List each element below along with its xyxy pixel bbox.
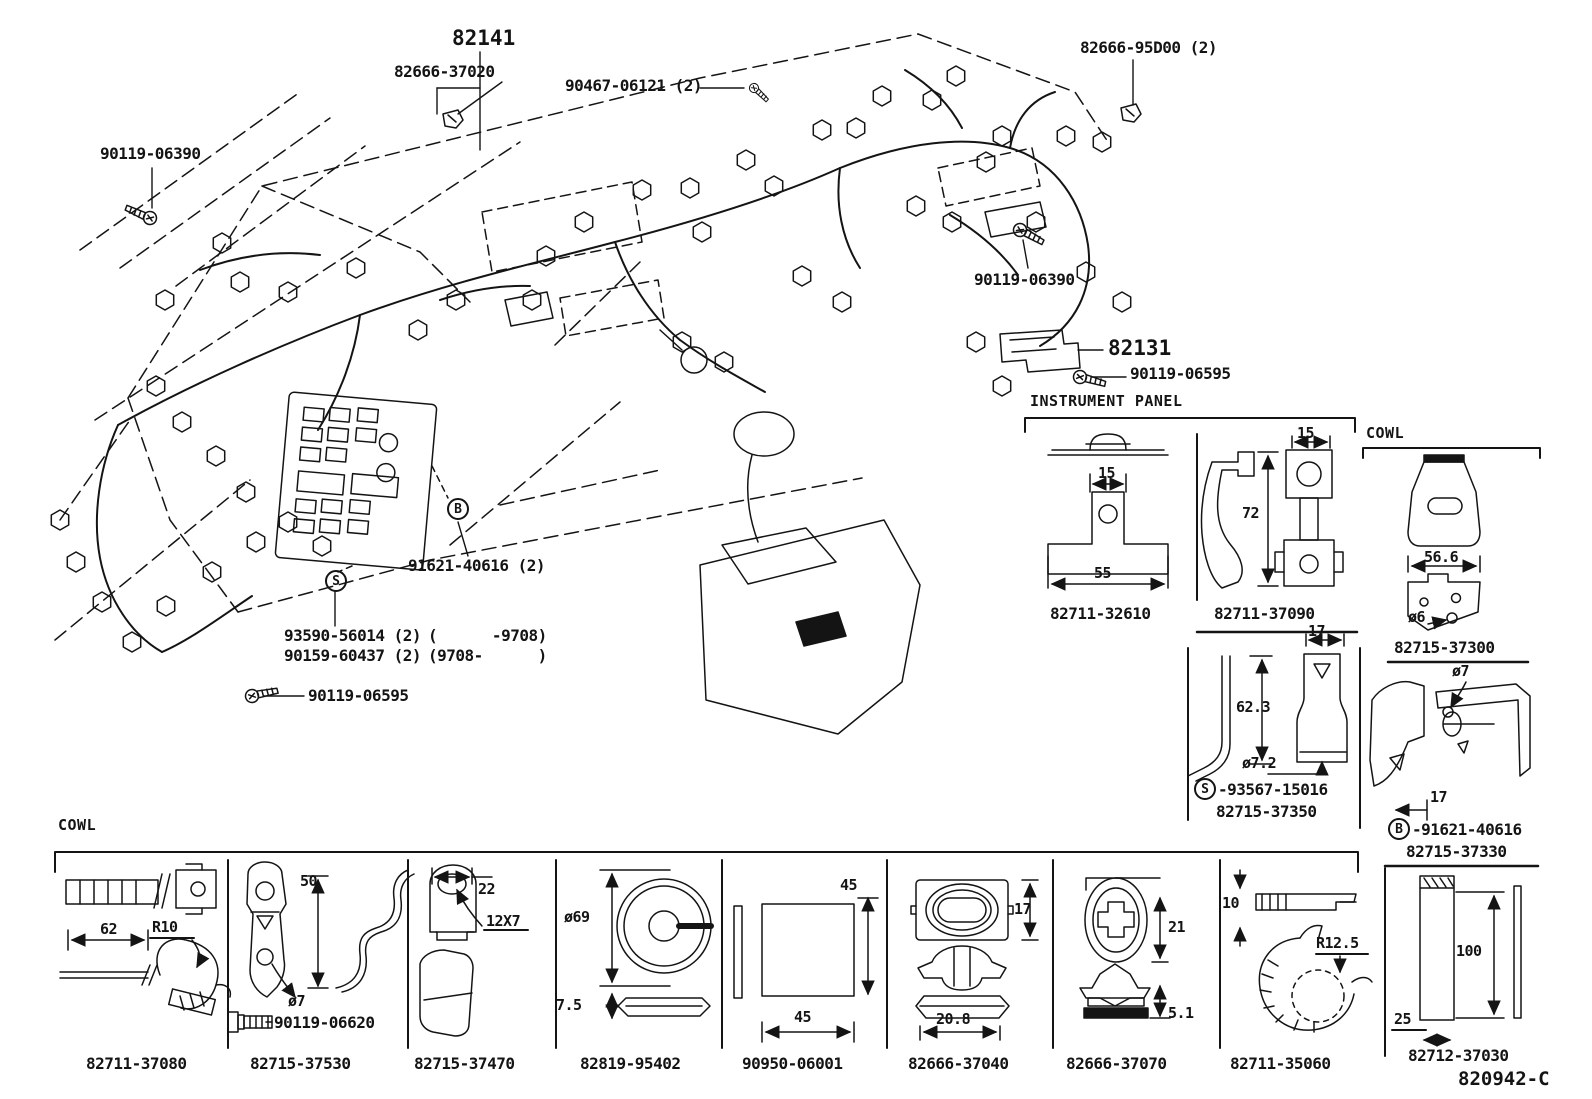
fastener-glyphs — [122, 81, 1142, 705]
marker-s-circle: S — [325, 570, 347, 592]
doc-code: 820942-C — [1458, 1068, 1550, 1090]
harness-lines — [95, 69, 1090, 653]
dim-37090-72: 72 — [1242, 504, 1260, 522]
part-82715-37470-art — [419, 864, 529, 1037]
callout-82141: 82141 — [452, 26, 516, 50]
partnum-82711-37080: 82711-37080 — [86, 1054, 187, 1073]
dim-37040-20-8: 20.8 — [936, 1010, 971, 1028]
partnum-82711-32610: 82711-32610 — [1050, 604, 1151, 623]
cluster-openings — [481, 147, 1047, 337]
dim-37350-17: 17 — [1308, 622, 1326, 640]
date-range-late: (9708- ) — [428, 646, 547, 665]
dim-35060-10: 10 — [1222, 894, 1240, 912]
partnum-82819-95402: 82819-95402 — [580, 1054, 681, 1073]
date-range-early: ( -9708) — [428, 626, 547, 645]
instrument-panel-title: INSTRUMENT PANEL — [1030, 392, 1183, 410]
partnum-82711-35060: 82711-35060 — [1230, 1054, 1331, 1073]
dim-37330-dia: ø7 — [1452, 662, 1470, 680]
dim-37080-r10: R10 — [152, 918, 178, 936]
part-82715-37330-art — [1369, 680, 1540, 868]
part-82715-37300-art — [1386, 454, 1530, 664]
dashboard-outline — [54, 33, 1109, 641]
part-82715-37530-art — [227, 861, 415, 1033]
dim-37470-22: 22 — [478, 880, 496, 898]
leader-lines — [151, 51, 1134, 697]
partnum-82715-37300: 82715-37300 — [1394, 638, 1495, 657]
callout-82666-95D00: 82666-95D00 (2) — [1080, 38, 1218, 57]
callout-93590-56014: 93590-56014 (2) — [284, 626, 422, 645]
partnum-82715-37330: 82715-37330 — [1406, 842, 1507, 861]
dim-32610-55: 55 — [1094, 564, 1112, 582]
partnum-82715-37470: 82715-37470 — [414, 1054, 515, 1073]
callout-90467-06121: 90467-06121 (2) — [565, 76, 703, 95]
dim-37470-12x7: 12X7 — [486, 912, 521, 930]
part-82712-37030-art — [1391, 875, 1522, 1047]
part-82711-37090-art — [1195, 435, 1359, 634]
partnum-82666-37070: 82666-37070 — [1066, 1054, 1167, 1073]
callout-90119-06595-right: 90119-06595 — [1130, 364, 1231, 383]
dim-06001-45v: 45 — [840, 876, 858, 894]
cowl-bottom-bracket — [54, 851, 1386, 1057]
callout-91621-40616: 91621-40616 (2) — [408, 556, 546, 575]
dim-32610-15: 15 — [1098, 464, 1116, 482]
partnum-82666-37040: 82666-37040 — [908, 1054, 1009, 1073]
dim-37300-dia: ø6 — [1408, 608, 1426, 626]
part-82819-95402-art — [599, 869, 714, 1020]
console-shifter — [659, 329, 921, 735]
dim-06001-45h: 45 — [794, 1008, 812, 1026]
part-82711-37080-art — [59, 863, 232, 1016]
partnum-91621-40616: -91621-40616 — [1412, 820, 1522, 839]
marker-s-circle-37350: S — [1194, 778, 1216, 800]
connector-hexagons — [50, 65, 1132, 653]
part-90950-06001-art — [733, 896, 879, 1043]
partnum-93567-15016: -93567-15016 — [1218, 780, 1328, 799]
dim-37300-56-6: 56.6 — [1424, 548, 1459, 566]
part-82666-37040-art — [910, 879, 1039, 1041]
fuse-box — [274, 391, 449, 573]
part-82715-37350-art — [1187, 633, 1361, 829]
partnum-82715-37350: 82715-37350 — [1216, 802, 1317, 821]
part-82131-connector — [999, 329, 1108, 390]
partnum-82715-37530: 82715-37530 — [250, 1054, 351, 1073]
dim-37030-25: 25 — [1394, 1010, 1412, 1028]
dim-37080-62: 62 — [100, 920, 118, 938]
dim-37040-17: 17 — [1014, 900, 1032, 918]
callout-82131: 82131 — [1108, 336, 1172, 360]
callout-82666-37020: 82666-37020 — [394, 62, 495, 81]
cowl-upper-bracket — [1362, 447, 1541, 459]
dim-37530-50: 50 — [300, 872, 318, 890]
marker-b-circle: B — [447, 498, 469, 520]
dim-37530-dia: ø7 — [288, 992, 306, 1010]
cowl-bottom-title: COWL — [58, 816, 97, 834]
partnum-82712-37030: 82712-37030 — [1408, 1046, 1509, 1065]
dim-95402-dia: ø69 — [564, 908, 590, 926]
marker-b-circle-37330: B — [1388, 818, 1410, 840]
callout-90159-60437: 90159-60437 (2) — [284, 646, 422, 665]
part-82666-37070-art — [1079, 877, 1171, 1019]
dim-37350-dia: ø7.2 — [1242, 754, 1277, 772]
dim-37030-100: 100 — [1456, 942, 1482, 960]
callout-90119-06595-left: 90119-06595 — [308, 686, 409, 705]
part-82711-32610-art — [1047, 433, 1198, 601]
part-82711-35060-art — [1233, 869, 1373, 1033]
callout-90119-06390-right: 90119-06390 — [974, 270, 1075, 289]
dim-37350-62-3: 62.3 — [1236, 698, 1271, 716]
dim-95402-7-5: 7.5 — [556, 996, 582, 1014]
partnum-82711-37090: 82711-37090 — [1214, 604, 1315, 623]
dim-37090-15: 15 — [1297, 424, 1315, 442]
dim-37330-17: 17 — [1430, 788, 1448, 806]
partnum-90119-06620: 90119-06620 — [274, 1013, 375, 1032]
instrument-panel-bracket — [1024, 417, 1356, 433]
callout-90119-06390-left: 90119-06390 — [100, 144, 201, 163]
partnum-90950-06001: 90950-06001 — [742, 1054, 843, 1073]
dim-37070-5-1: 5.1 — [1168, 1004, 1194, 1022]
dim-37070-21: 21 — [1168, 918, 1186, 936]
cowl-upper-title: COWL — [1366, 424, 1405, 442]
dim-35060-r12-5: R12.5 — [1316, 934, 1359, 952]
